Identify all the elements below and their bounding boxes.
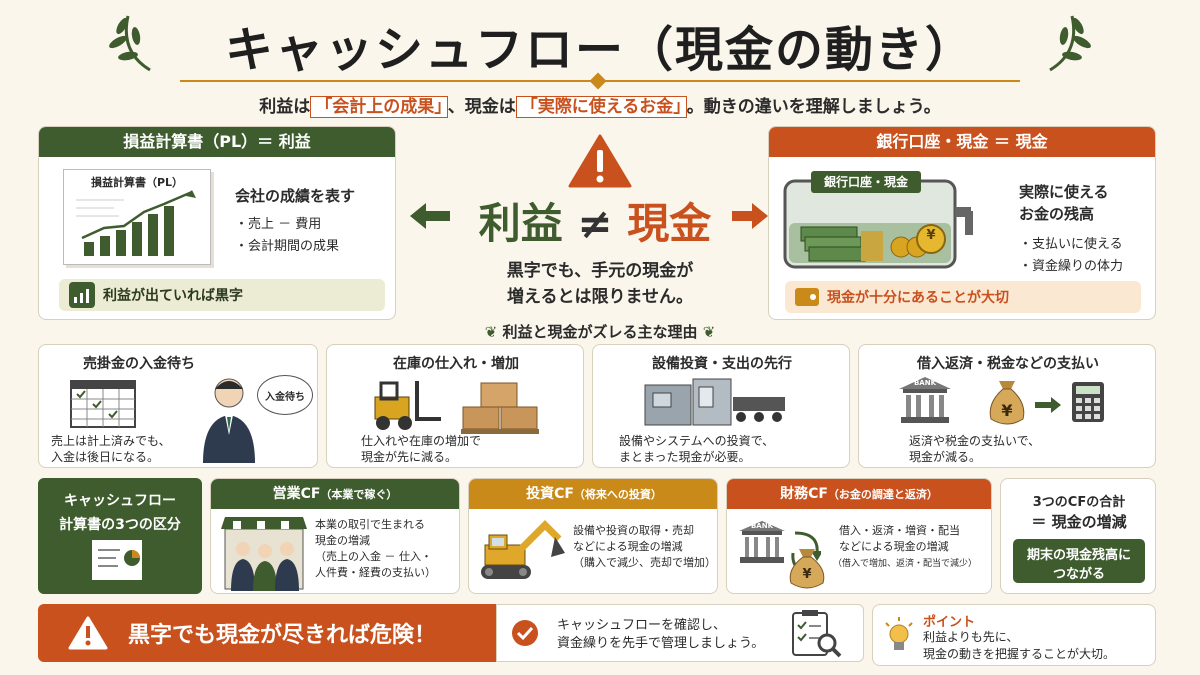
calendar-icon bbox=[69, 375, 139, 429]
bank-card: 銀行口座・現金 ＝ 現金 銀行口座・現金 ¥ 実際に使える お金の残高 ・支払い… bbox=[768, 126, 1156, 320]
cf-desc: （借入で増加、返済・配当で減少） bbox=[833, 559, 978, 569]
sprig-left-icon: ❦ bbox=[484, 323, 503, 341]
reason-card-inventory: 在庫の仕入れ・増加 仕入れや在庫の増加で 現金が先に減る。 bbox=[326, 344, 584, 468]
bank-bullet: ・資金繰りの体力 bbox=[1019, 259, 1124, 274]
check-card: キャッシュフローを確認し、 資金繰りを先手で管理しましょう。 bbox=[496, 604, 864, 662]
boxes-icon bbox=[461, 377, 541, 435]
warning-banner: 黒字でも現金が尽きれば危険！ bbox=[38, 604, 502, 662]
cf-desc: （売上の入金 － 仕入・ bbox=[315, 550, 432, 563]
arrow-left-icon bbox=[410, 203, 450, 229]
reason-desc: 仕入れや在庫の増加で bbox=[361, 434, 482, 448]
reason-desc: 入金は後日になる。 bbox=[51, 450, 160, 464]
storefront-icon bbox=[219, 515, 309, 591]
financing-cf-header: 財務CF（お金の調達と返済） bbox=[727, 479, 991, 509]
page-title: キャッシュフロー（現金の動き） bbox=[224, 22, 975, 78]
arrow-right-icon bbox=[1035, 397, 1061, 413]
reason-title: 在庫の仕入れ・増加 bbox=[393, 356, 519, 372]
bank-building-icon: BANK bbox=[897, 375, 953, 425]
money-bag-icon: ¥ bbox=[787, 545, 827, 591]
lightbulb-icon bbox=[883, 617, 915, 655]
center-note-2: 増えるとは限りません。 bbox=[507, 287, 693, 307]
pl-document-icon: 損益計算書（PL） bbox=[63, 169, 211, 265]
check-circle-icon bbox=[511, 619, 539, 647]
bank-card-header: 銀行口座・現金 ＝ 現金 bbox=[769, 127, 1155, 157]
bank-bullet: ・支払いに使える bbox=[1019, 237, 1123, 252]
operating-cf-card: 営業CF（本業で稼ぐ） 本業の取引で生まれる 現金の増減 （売上の入金 － 仕入… bbox=[210, 478, 460, 594]
bank-label: 銀行口座・現金 bbox=[811, 171, 921, 193]
profit-neq-cash: 利益 ≠ 現金 bbox=[478, 199, 712, 248]
check-text: 資金繰りを先手で管理しましょう。 bbox=[557, 636, 765, 651]
reason-title: 設備投資・支出の先行 bbox=[652, 356, 792, 372]
reason-desc: 売上は計上済みでも、 bbox=[51, 434, 171, 448]
cf-desc: などによる現金の増減 bbox=[573, 540, 683, 553]
cf-desc: （購入で減少、売却で増加） bbox=[573, 556, 716, 569]
reasons-title: ❦ 利益と現金がズレる主な理由 ❦ bbox=[484, 323, 716, 341]
investing-cf-header: 投資CF（将来への投資） bbox=[469, 479, 717, 509]
point-text: 現金の動きを把握することが大切。 bbox=[923, 647, 1116, 661]
clipboard-magnifier-icon bbox=[787, 609, 843, 659]
cf-total-card: 3つのCFの合計 ＝ 現金の増減 期末の現金残高に つながる bbox=[1000, 478, 1156, 594]
calculator-icon bbox=[1071, 381, 1105, 423]
reason-desc: 現金が先に減る。 bbox=[361, 450, 458, 464]
thought-bubble: 入金待ち bbox=[257, 375, 313, 415]
yen-symbol: ¥ bbox=[926, 228, 936, 243]
cash-tank-icon: 銀行口座・現金 ¥ bbox=[781, 167, 977, 271]
pl-lead: 会社の成績を表す bbox=[235, 187, 356, 205]
reason-title: 売掛金の入金待ち bbox=[83, 356, 195, 372]
wallet-icon bbox=[795, 288, 819, 306]
forklift-icon bbox=[367, 379, 457, 433]
point-card: ポイント 利益よりも先に、 現金の動きを把握することが大切。 bbox=[872, 604, 1156, 666]
warning-triangle-icon bbox=[68, 616, 108, 650]
arrow-right-icon bbox=[732, 203, 768, 229]
report-icon bbox=[90, 538, 150, 582]
point-text: 利益よりも先に、 bbox=[923, 630, 1019, 644]
highlight-cash: 「実際に使えるお金」 bbox=[515, 96, 687, 118]
center-note-1: 黒字でも、手元の現金が bbox=[506, 261, 694, 281]
pl-footer: 利益が出ていれば黒字 bbox=[59, 279, 385, 311]
reason-card-receivable: 売掛金の入金待ち 入金待ち 売上は計上済みでも、 入金は後日になる。 bbox=[38, 344, 318, 468]
cf-total-box: 期末の現金残高に つながる bbox=[1013, 539, 1145, 583]
point-label: ポイント bbox=[923, 615, 976, 630]
warning-triangle-icon bbox=[568, 134, 632, 188]
reason-card-repayment: 借入返済・税金などの支払い BANK ¥ 返済や税金の支払いで、 現金が減る。 bbox=[858, 344, 1156, 468]
check-text: キャッシュフローを確認し、 bbox=[557, 618, 727, 633]
businessman-icon bbox=[199, 373, 259, 463]
reason-card-capex: 設備投資・支出の先行 設備やシステムへの投資で、 まとまった現金が必要。 bbox=[592, 344, 850, 468]
laurel-left-icon bbox=[100, 12, 160, 74]
cf-intro-box: キャッシュフロー 計算書の3つの区分 bbox=[38, 478, 202, 594]
cf-desc: 借入・返済・増資・配当 bbox=[839, 524, 960, 537]
cf-desc: 人件費・経費の支払い） bbox=[315, 566, 436, 579]
reason-desc: まとまった現金が必要。 bbox=[619, 450, 751, 464]
bank-building-icon: BANK bbox=[737, 519, 787, 565]
bank-lead: お金の残高 bbox=[1019, 205, 1095, 223]
sprig-right-icon: ❦ bbox=[697, 323, 716, 341]
operating-cf-header: 営業CF（本業で稼ぐ） bbox=[211, 479, 459, 509]
cf-total-line2: ＝ 現金の増減 bbox=[1031, 513, 1127, 531]
pl-card-header: 損益計算書（PL）＝ 利益 bbox=[39, 127, 395, 157]
cf-desc: 本業の取引で生まれる bbox=[315, 518, 425, 531]
excavator-icon bbox=[475, 517, 567, 587]
bar-chart-icon bbox=[69, 282, 95, 308]
bank-footer: 現金が十分にあることが大切 bbox=[785, 281, 1141, 313]
reason-title: 借入返済・税金などの支払い bbox=[917, 356, 1099, 372]
subtitle: 利益は「会計上の成果」、現金は「実際に使えるお金」。動きの違いを理解しましょう。 bbox=[259, 96, 941, 118]
reason-desc: 設備やシステムへの投資で、 bbox=[619, 434, 775, 448]
pl-bullet: ・会計期間の成果 bbox=[235, 239, 340, 254]
pl-card: 損益計算書（PL）＝ 利益 損益計算書（PL） 会社の成績を表す ・売上 － 費… bbox=[38, 126, 396, 320]
laurel-right-icon bbox=[1040, 12, 1100, 74]
cf-desc: 現金の増減 bbox=[315, 534, 370, 547]
pl-bullet: ・売上 － 費用 bbox=[235, 217, 322, 232]
cf-desc: 設備や投資の取得・売却 bbox=[573, 524, 694, 537]
machine-icon bbox=[641, 375, 791, 431]
money-bag-icon: ¥ bbox=[985, 373, 1029, 427]
bank-lead: 実際に使える bbox=[1019, 183, 1109, 201]
financing-cf-card: 財務CF（お金の調達と返済） BANK ¥ 借入・返済・増資・配当 などによる現… bbox=[726, 478, 992, 594]
reason-desc: 返済や税金の支払いで、 bbox=[909, 434, 1041, 448]
cf-desc: などによる現金の増減 bbox=[839, 540, 949, 553]
highlight-accounting: 「会計上の成果」 bbox=[310, 96, 448, 118]
investing-cf-card: 投資CF（将来への投資） 設備や投資の取得・売却 などによる現金の増減 （購入で… bbox=[468, 478, 718, 594]
cf-total-line1: 3つのCFの合計 bbox=[1032, 495, 1126, 510]
reason-desc: 現金が減る。 bbox=[909, 450, 982, 464]
